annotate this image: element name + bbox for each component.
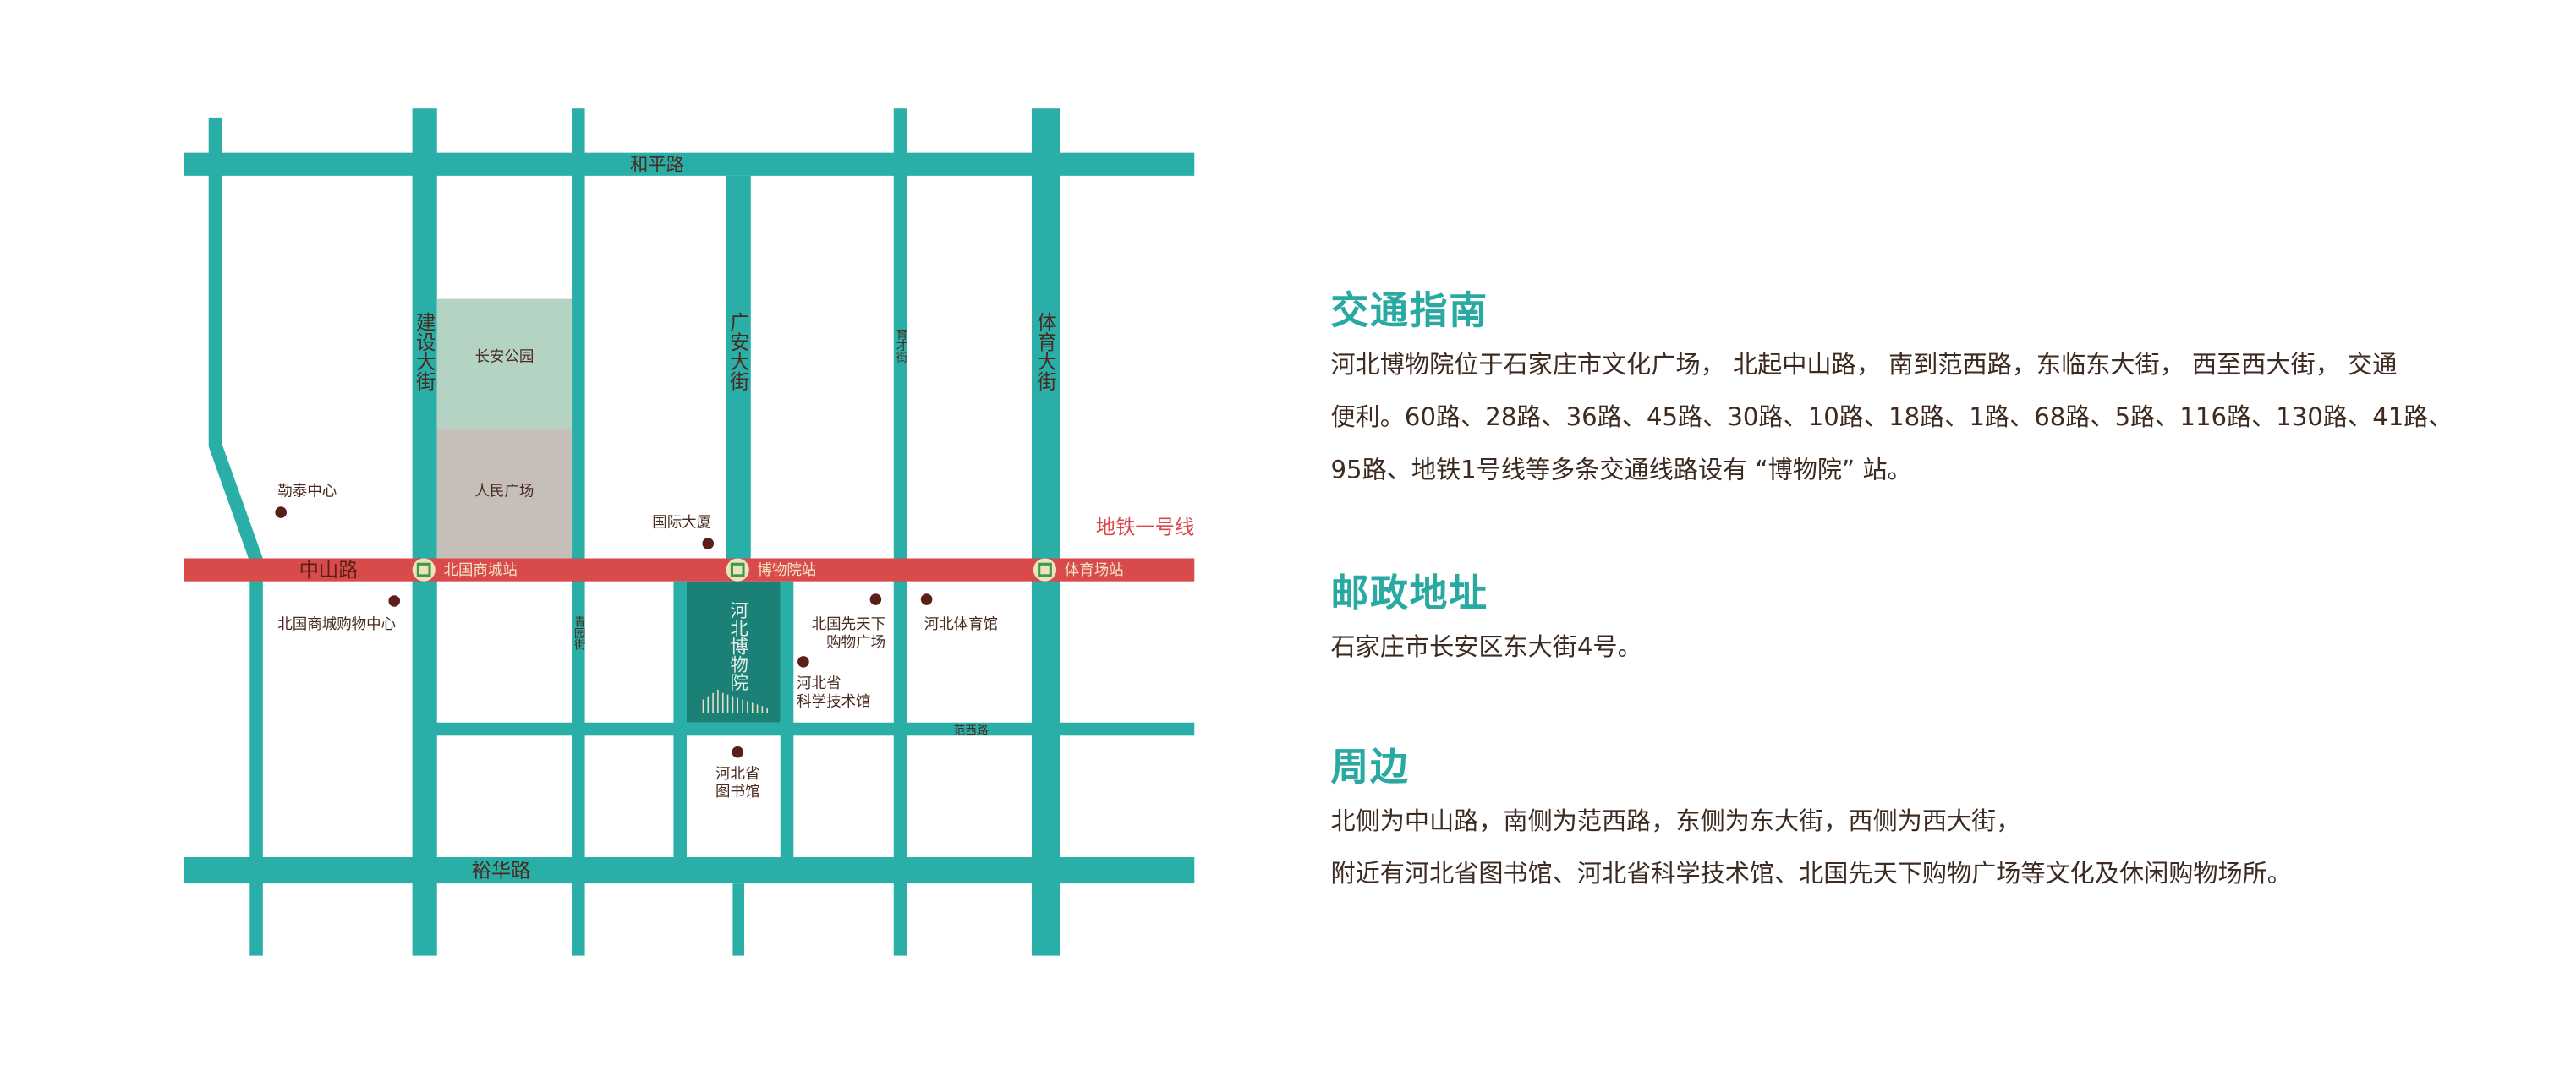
road-label-qingyuan: 青园街 <box>572 615 586 650</box>
surroundings-line: 附近有河北省图书馆、河北省科学技术馆、北国先天下购物广场等文化及休闲购物场所。 <box>1330 858 2292 888</box>
metro-station-icon[interactable] <box>412 558 436 582</box>
poi-label-science: 科学技术馆 <box>797 693 870 710</box>
plaza-label: 人民广场 <box>474 484 534 500</box>
station-label[interactable]: 博物院站 <box>758 562 817 579</box>
poi-label-guoji: 国际大厦 <box>652 515 711 532</box>
traffic-line: 便利。60路、28路、36路、45路、30路、10路、18路、1路、68路、5路… <box>1330 402 2453 432</box>
poi-label-library: 图书馆 <box>715 784 759 801</box>
road-jianshe <box>412 108 437 956</box>
road-label-tiyu: 体育大街 <box>1033 312 1057 391</box>
road-label-jianshe: 建设大街 <box>413 312 436 391</box>
poi-dot[interactable] <box>275 506 287 518</box>
poi-label-letai: 勒泰中心 <box>277 484 337 500</box>
surroundings-title: 周边 <box>1330 746 1410 790</box>
plaza-renmin <box>436 429 573 559</box>
park-changan <box>436 298 573 429</box>
road-label-guangan: 广安大街 <box>726 312 750 391</box>
poi-dot[interactable] <box>920 593 933 605</box>
postal-address: 石家庄市长安区东大街4号。 <box>1330 631 1642 662</box>
poi-dots <box>275 506 933 758</box>
poi-label-science: 河北省 <box>797 675 841 692</box>
poi-label-stadium: 河北体育馆 <box>924 616 998 633</box>
poi-label-xiantianxia: 购物广场 <box>826 634 885 651</box>
poi-label-beiguo-mall: 北国商城购物中心 <box>277 616 396 633</box>
road-west-diagonal <box>208 117 263 956</box>
poi-label-library: 河北省 <box>715 766 759 783</box>
road-yucai <box>893 108 907 956</box>
surroundings-section: 周边 北侧为中山路，南侧为范西路，东侧为东大街，西侧为西大街， 附近有河北省图书… <box>1331 735 2514 899</box>
traffic-line: 河北博物院位于石家庄市文化广场， 北起中山路， 南到范西路，东临东大街， 西至西… <box>1330 349 2398 380</box>
postal-title: 邮政地址 <box>1330 572 1488 616</box>
poi-label-xiantianxia: 北国先天下 <box>812 616 885 633</box>
traffic-text: 河北博物院位于石家庄市文化广场， 北起中山路， 南到范西路，东临东大街， 西至西… <box>1331 338 2514 495</box>
road-heping <box>184 152 1195 176</box>
road-tiyu <box>1031 108 1060 956</box>
poi-dot[interactable] <box>702 538 715 549</box>
road-network <box>184 108 1195 956</box>
metro-line-label: 地铁一号线 <box>1096 516 1194 538</box>
metro-station-icon[interactable] <box>726 558 749 582</box>
station-label[interactable]: 体育场站 <box>1065 562 1124 579</box>
road-label-zhongshan: 中山路 <box>299 559 359 582</box>
road-qingyuan <box>572 108 585 956</box>
road-fanxi <box>435 722 1195 736</box>
road-yuhua <box>184 857 1195 884</box>
traffic-section: 交通指南 河北博物院位于石家庄市文化广场， 北起中山路， 南到范西路，东临东大街… <box>1331 279 2514 495</box>
location-map: 和平路 中山路 裕华路 范西路 建设大街 广安大街 体育大街 育才街 青园街 长… <box>184 108 1195 956</box>
surroundings-line: 北侧为中山路，南侧为范西路，东侧为东大街，西侧为西大街， <box>1330 806 2021 836</box>
poi-dot[interactable] <box>797 656 809 668</box>
road-guangan-west <box>673 581 688 858</box>
road-label-yucai: 育才街 <box>894 328 908 363</box>
road-label-fanxi: 范西路 <box>954 724 989 737</box>
poi-dot[interactable] <box>869 593 882 605</box>
road-label-heping: 和平路 <box>630 155 684 176</box>
road-guangan <box>726 175 751 582</box>
road-guangan-east <box>780 581 794 858</box>
traffic-title: 交通指南 <box>1330 290 1488 334</box>
postal-section: 邮政地址 石家庄市长安区东大街4号。 <box>1331 561 2514 673</box>
museum-building-icon <box>702 689 768 713</box>
traffic-line: 95路、地铁1号线等多条交通线路设有 “博物院” 站。 <box>1330 455 1912 485</box>
poi-dot[interactable] <box>732 746 744 758</box>
metro-station-icon[interactable] <box>1033 558 1057 582</box>
road-label-yuhua: 裕华路 <box>472 859 531 882</box>
park-label: 长安公园 <box>474 348 534 365</box>
poi-dot[interactable] <box>388 595 401 607</box>
metro-line-1 <box>184 558 1195 582</box>
surroundings-text: 北侧为中山路，南侧为范西路，东侧为东大街，西侧为西大街， 附近有河北省图书馆、河… <box>1331 795 2514 899</box>
station-label[interactable]: 北国商城站 <box>444 562 518 579</box>
road-guangan-south <box>732 883 744 956</box>
museum-block <box>687 581 781 723</box>
museum-label: 河北博物院 <box>727 601 748 691</box>
